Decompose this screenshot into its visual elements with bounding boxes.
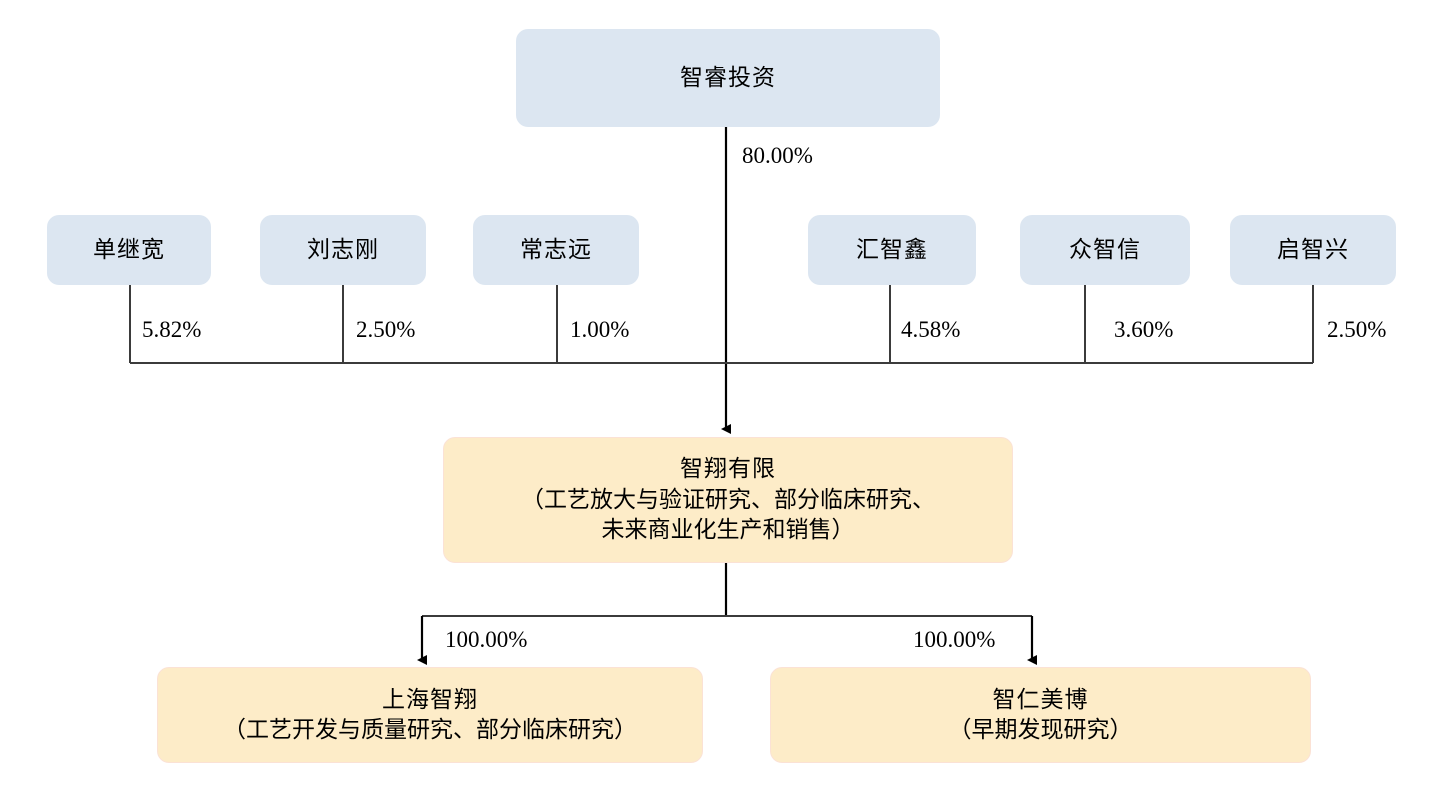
node-company-zhixiang-limited[interactable]: 智翔有限 （工艺放大与验证研究、部分临床研究、 未来商业化生产和销售） [443, 437, 1013, 563]
ownership-label-subsidiary-0: 100.00% [445, 627, 528, 652]
node-shareholder-shan-jikuan[interactable]: 单继宽 [47, 215, 211, 285]
ownership-label-shareholder-4: 3.60% [1114, 317, 1174, 342]
node-description-line-1: （工艺放大与验证研究、部分临床研究、 [521, 486, 935, 512]
node-title: 上海智翔 [382, 686, 478, 712]
node-subsidiary-zhiren-meibo[interactable]: 智仁美博 （早期发现研究） [770, 667, 1311, 763]
node-shareholder-huizhixin[interactable]: 汇智鑫 [808, 215, 976, 285]
node-shareholder-zhongzhixin[interactable]: 众智信 [1020, 215, 1190, 285]
ownership-label-shareholder-2: 1.00% [570, 317, 630, 342]
ownership-label-shareholder-5: 2.50% [1327, 317, 1387, 342]
node-description: （早期发现研究） [948, 717, 1133, 742]
ownership-label-subsidiary-1: 100.00% [913, 627, 996, 652]
node-title: 智翔有限 [680, 456, 776, 482]
node-title: 汇智鑫 [856, 236, 928, 262]
ownership-label-parent: 80.00% [742, 143, 813, 168]
node-title: 启智兴 [1277, 236, 1349, 262]
node-title: 单继宽 [93, 236, 165, 262]
node-title: 常志远 [520, 236, 592, 262]
node-title: 众智信 [1069, 236, 1141, 262]
node-title: 智仁美博 [992, 686, 1089, 712]
node-shareholder-qizhixing[interactable]: 启智兴 [1230, 215, 1396, 285]
node-shareholder-chang-zhiyuan[interactable]: 常志远 [473, 215, 639, 285]
node-title: 智睿投资 [680, 64, 776, 90]
node-shareholder-liu-zhigang[interactable]: 刘志刚 [260, 215, 426, 285]
node-description-line-2: 未来商业化生产和销售） [601, 517, 855, 543]
ownership-label-shareholder-1: 2.50% [356, 317, 416, 342]
node-description: （工艺开发与质量研究、部分临床研究） [223, 717, 637, 742]
node-title: 刘志刚 [307, 236, 379, 262]
ownership-label-shareholder-3: 4.58% [901, 317, 961, 342]
node-subsidiary-shanghai-zhixiang[interactable]: 上海智翔 （工艺开发与质量研究、部分临床研究） [157, 667, 703, 763]
ownership-label-shareholder-0: 5.82% [142, 317, 202, 342]
node-parent-zhirui-investment[interactable]: 智睿投资 [516, 29, 940, 127]
